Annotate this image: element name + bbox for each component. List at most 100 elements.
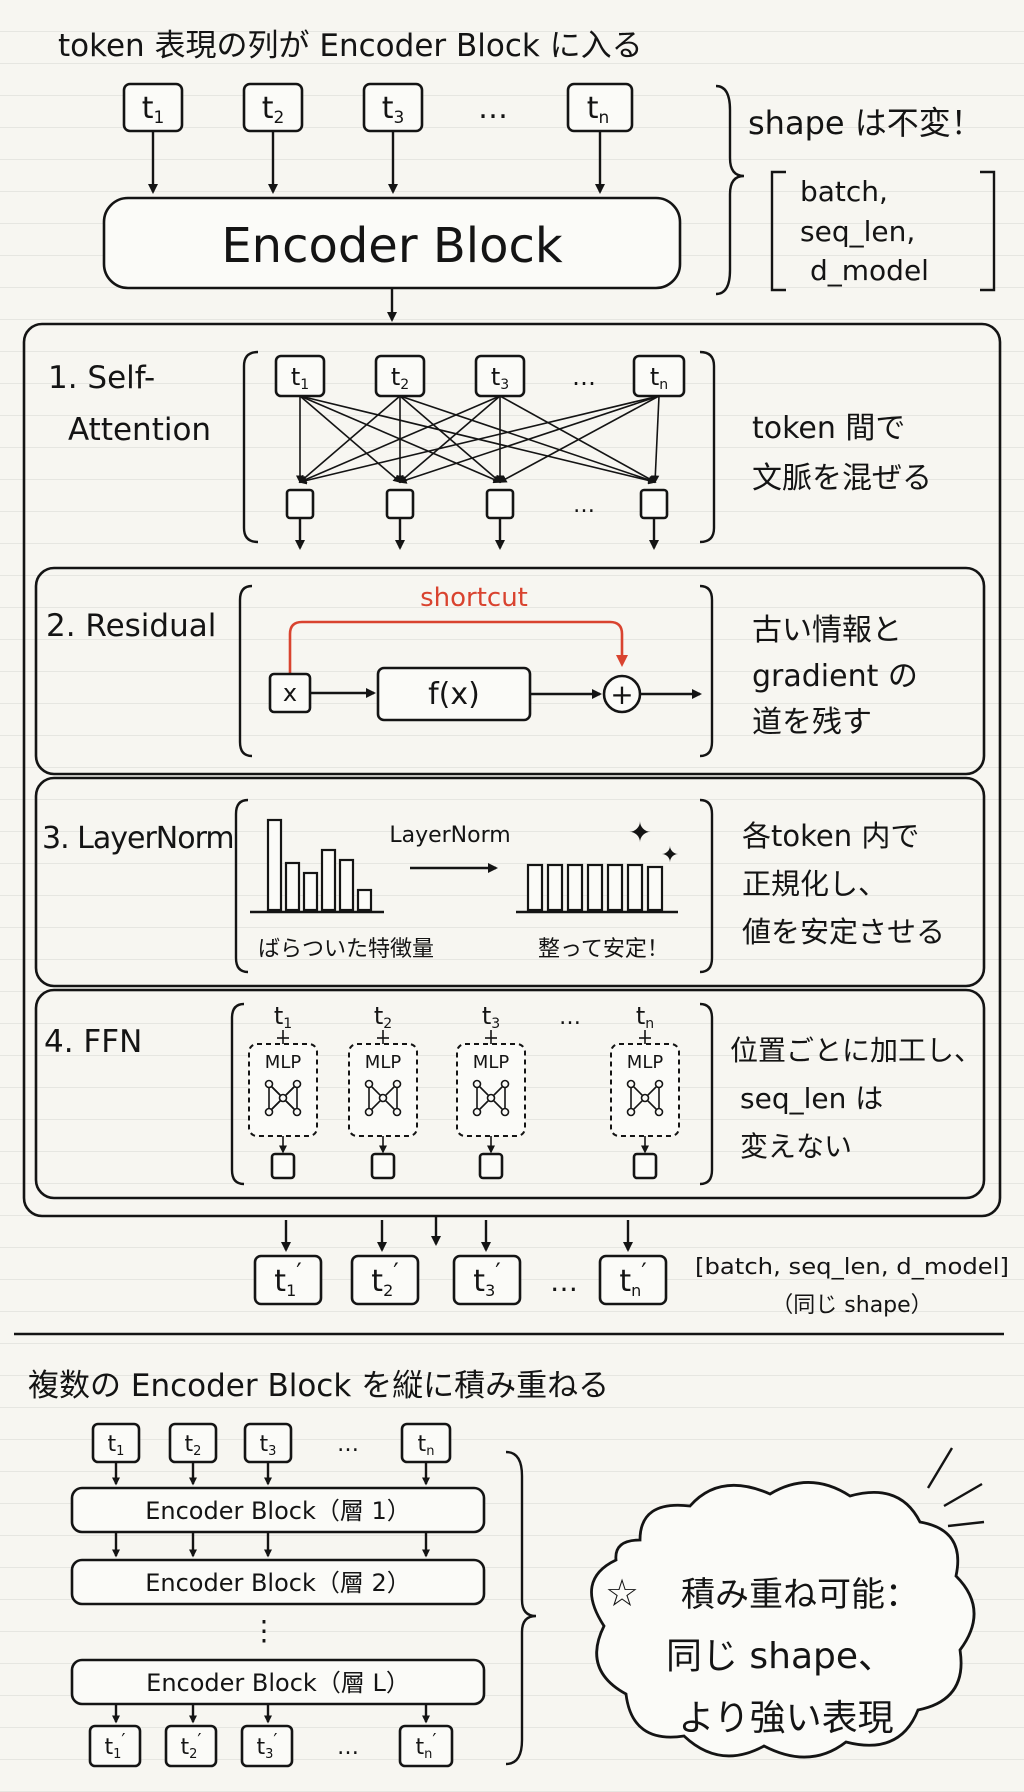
svg-text:t2′: t2′ — [371, 1258, 398, 1300]
residual-section: 2. Residual shortcut x f(x) + 古い情報と grad… — [34, 566, 986, 776]
shortcut-label: shortcut — [420, 583, 528, 613]
svg-text:t1′: t1′ — [104, 1730, 125, 1762]
section-title: 2. Residual — [46, 608, 216, 644]
mlp-label: MLP — [265, 1052, 302, 1073]
attention-input-token: t2 — [374, 354, 426, 398]
svg-text:t1: t1 — [108, 1432, 125, 1459]
section-description: 正規化し、 — [742, 867, 887, 901]
token-ellipsis: … — [337, 1735, 359, 1760]
feature-bar — [338, 858, 355, 912]
mlp-unit: MLP — [610, 1030, 680, 1180]
input-token: t2 — [242, 82, 304, 133]
input-token: t1 — [122, 82, 184, 133]
section-description: seq_len は — [740, 1082, 883, 1115]
stack-brace — [505, 1450, 537, 1766]
feature-bar — [284, 861, 301, 912]
feature-bar — [586, 863, 604, 912]
attention-connections — [296, 395, 660, 485]
ffn-token-label: t1 — [274, 1002, 292, 1032]
encoder-detail-container — [22, 322, 1002, 1218]
svg-text:tn′: tn′ — [416, 1730, 437, 1762]
residual-add-node: + — [602, 674, 642, 714]
feature-bar — [546, 863, 564, 912]
stack-input-token: t1 — [91, 1422, 141, 1464]
sparkle-icon: ✦ — [628, 816, 651, 849]
attention-output-node — [285, 488, 315, 520]
section-description: 位置ごとに加工し、 — [730, 1034, 982, 1067]
layernorm-arrow-label: LayerNorm — [389, 823, 510, 848]
neural-net-icon — [472, 1079, 510, 1117]
vertical-ellipsis: ⋮ — [250, 1614, 278, 1647]
svg-text:t1: t1 — [291, 363, 309, 393]
output-token: t1′ — [253, 1254, 323, 1306]
svg-text:t2: t2 — [391, 363, 409, 393]
section-description: 変えない — [740, 1130, 852, 1163]
star-icon: ☆ — [605, 1571, 639, 1615]
svg-text:t3: t3 — [260, 1432, 277, 1459]
section-description: 古い情報と — [752, 613, 902, 648]
feature-bar — [566, 863, 584, 912]
svg-text:t1: t1 — [142, 91, 165, 128]
input-token-row: t1 t2 t3 … tn — [122, 82, 634, 194]
mlp-label: MLP — [627, 1052, 664, 1073]
svg-text:Encoder Block（層 L）: Encoder Block（層 L） — [146, 1669, 410, 1697]
output-shape-caption: （同じ shape） — [771, 1293, 932, 1318]
emphasis-strokes — [926, 1447, 985, 1528]
attention-output-node — [485, 488, 515, 520]
attention-output-node — [639, 488, 669, 520]
stack-layer-2: Encoder Block（層 2） — [70, 1558, 486, 1606]
output-token: t2′ — [350, 1254, 420, 1306]
section-description: 道を残す — [752, 705, 872, 740]
svg-text:t3: t3 — [491, 363, 509, 393]
token-ellipsis: … — [478, 91, 508, 126]
encoder-block: Encoder Block — [102, 196, 682, 290]
feature-bar — [626, 863, 644, 912]
feature-bar — [356, 888, 373, 912]
cloud-line: より強い表現 — [678, 1698, 893, 1739]
before-bar-chart — [266, 818, 373, 912]
svg-text:tn′: tn′ — [619, 1258, 646, 1300]
cloud-line: 積み重ね可能： — [681, 1575, 919, 1615]
stack-layer-L: Encoder Block（層 L） — [70, 1658, 486, 1706]
page-title: token 表現の列が Encoder Block に入る — [58, 28, 643, 64]
svg-text:t3: t3 — [382, 91, 405, 128]
ffn-section: 4. FFN t1 t2 t3 … tn MLP — [34, 988, 986, 1200]
attention-input-token: tn — [632, 354, 686, 398]
ffn-token-label: tn — [636, 1002, 654, 1032]
layernorm-section: 3. LayerNorm LayerNorm ✦ ✦ ばらついた特徴量 整って安… — [34, 776, 986, 988]
token-ellipsis: … — [559, 1005, 581, 1030]
shape-note-title: shape は不変！ — [748, 104, 983, 142]
output-shape-bracket: [batch, seq_len, d_model] — [695, 1255, 1009, 1280]
shape-note: shape は不変！ batch, seq_len, d_model — [715, 84, 996, 296]
stack-section: 複数の Encoder Block を縦に積み重ねる t1 t2 t3 … tn — [28, 1368, 985, 1768]
mlp-unit: MLP — [348, 1030, 418, 1180]
attention-output-node — [385, 488, 415, 520]
mlp-unit: MLP — [456, 1030, 526, 1180]
token-ellipsis: … — [337, 1432, 359, 1457]
mlp-unit: MLP — [248, 1030, 318, 1180]
svg-text:t3′: t3′ — [256, 1730, 277, 1762]
before-caption: ばらついた特徴量 — [258, 937, 434, 962]
output-token-row: t1′ t2′ t3′ … tn′ — [253, 1216, 668, 1306]
stack-output-token: tn′ — [398, 1724, 454, 1768]
neural-net-icon — [364, 1079, 402, 1117]
cloud-line: 同じ shape、 — [666, 1636, 894, 1677]
output-token: t3′ — [452, 1254, 522, 1306]
section-description: token 間で — [752, 411, 905, 446]
section-description: gradient の — [752, 659, 918, 694]
feature-bar — [606, 863, 624, 912]
output-token: tn′ — [598, 1254, 668, 1306]
svg-text:f(x): f(x) — [428, 677, 480, 712]
stack-output-token: t2′ — [164, 1724, 218, 1768]
section-title: Attention — [68, 412, 211, 448]
attention-input-token: t3 — [474, 354, 526, 398]
input-token: tn — [566, 82, 634, 133]
section-description: 文脈を混ぜる — [752, 461, 932, 496]
svg-text:+: + — [610, 678, 633, 711]
after-bar-chart — [526, 863, 664, 912]
stack-title: 複数の Encoder Block を縦に積み重ねる — [28, 1368, 609, 1404]
self-attention-section: 1. Self- Attention t1 t2 t3 … tn — [48, 350, 932, 550]
stack-input-token: tn — [400, 1422, 452, 1464]
